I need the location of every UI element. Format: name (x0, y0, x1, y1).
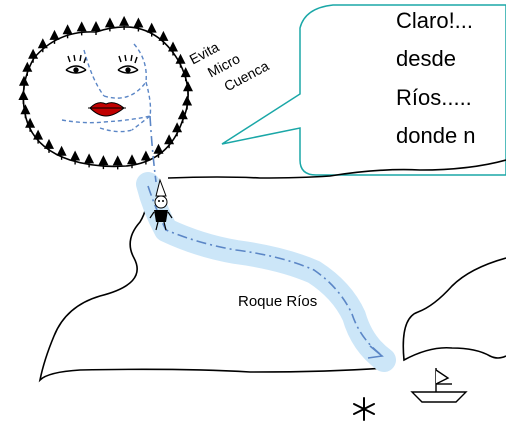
river-label: Roque Ríos (238, 293, 317, 310)
speech-bubble: Claro!... desde Ríos..... donde n (221, 4, 506, 176)
bubble-line-4: donde n (396, 123, 476, 148)
asterisk-icon (353, 397, 375, 421)
tree-icon (175, 53, 186, 68)
tree-icon (33, 129, 44, 144)
watershed-label: Evita Micro Cuenca (187, 39, 272, 95)
tree-icon (49, 29, 60, 44)
tree-icon (37, 38, 48, 53)
bubble-line-3: Ríos..... (396, 85, 472, 110)
tree-icon (104, 17, 115, 32)
tree-icon (18, 90, 29, 104)
river (136, 172, 396, 372)
tree-icon (76, 21, 87, 36)
bubble-line-2: desde (396, 46, 456, 71)
tree-icon (168, 41, 178, 56)
tree-icon (20, 104, 31, 119)
tree-icon (62, 24, 73, 39)
tree-icon (133, 17, 144, 32)
tree-icon (180, 67, 191, 82)
person-icon (149, 178, 173, 231)
tree-icon (56, 145, 67, 160)
tree-icon (28, 48, 39, 63)
boat-icon (410, 368, 468, 403)
tree-icon (91, 21, 101, 35)
tree-icon (183, 81, 193, 96)
tree-icon (140, 150, 151, 165)
main-stream (149, 115, 157, 183)
tree-icon (98, 155, 109, 170)
tree-icon (44, 138, 54, 153)
tree-icon (22, 61, 33, 76)
tree-icon (158, 30, 169, 45)
left-eye (65, 54, 87, 74)
land-outline (38, 159, 506, 383)
tree-icon (112, 155, 123, 170)
tree-border (18, 15, 193, 170)
tree-icon (177, 109, 188, 124)
tree-icon (127, 154, 137, 169)
tree-icon (164, 134, 175, 149)
tree-icon (153, 143, 164, 158)
tree-icon (25, 117, 36, 132)
right-eye (117, 54, 139, 74)
watershed-head (18, 15, 193, 183)
lips (88, 102, 126, 117)
tree-icon (84, 153, 95, 168)
tree-icon (70, 150, 81, 165)
tributary-streams (61, 43, 152, 133)
tree-icon (119, 15, 130, 30)
bubble-line-1: Claro!... (396, 8, 473, 33)
tree-icon (182, 95, 193, 110)
tree-icon (19, 75, 29, 90)
tree-icon (146, 22, 157, 37)
tree-icon (172, 122, 183, 137)
